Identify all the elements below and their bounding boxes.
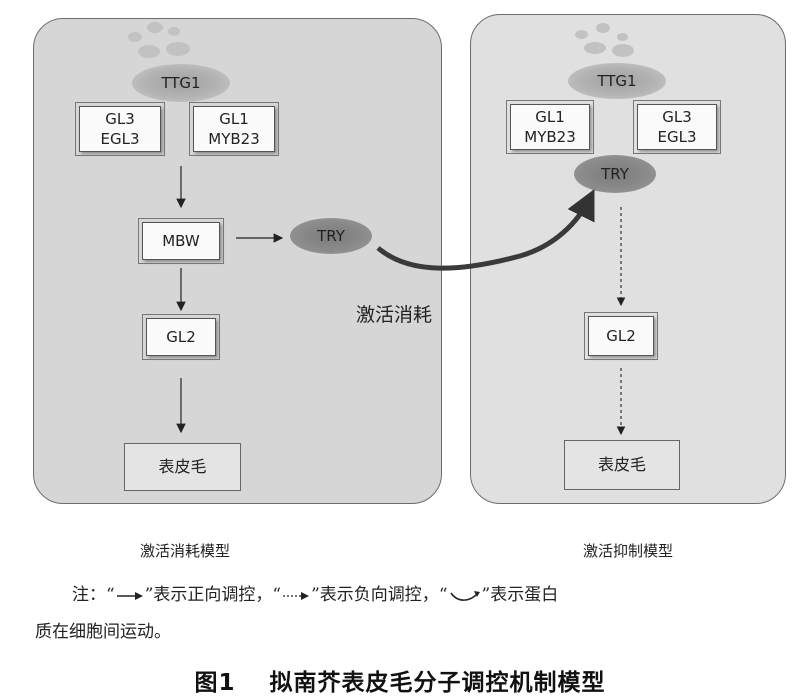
quote-open: “ [438, 585, 448, 605]
figure-title-text: 拟南芥表皮毛分子调控机制模型 [269, 670, 606, 696]
gl3-egl3-box-left: GL3 EGL3 [75, 102, 165, 156]
note-movement-text: ”表示蛋白 [481, 585, 559, 605]
gl3-egl3-box-right: GL3 EGL3 [633, 100, 721, 154]
gl2-box-right: GL2 [584, 312, 658, 360]
ttg1-label: TTG1 [597, 72, 637, 90]
gl2-label: GL2 [606, 327, 636, 345]
bubble-decoration [128, 32, 142, 42]
gl2-label: GL2 [166, 328, 196, 346]
quote-open: “ [106, 585, 115, 605]
bubble-decoration [147, 22, 163, 33]
try-node-left: TRY [290, 218, 372, 254]
ttg1-node-left: TTG1 [132, 64, 230, 102]
myb23-label: MYB23 [208, 130, 260, 148]
solid-arrow-icon [116, 591, 143, 600]
trichome-box-right: 表皮毛 [564, 440, 680, 490]
egl3-label: EGL3 [100, 130, 140, 148]
note-prefix: 注： [72, 585, 106, 605]
egl3-label: EGL3 [657, 128, 697, 146]
ttg1-node-right: TTG1 [568, 63, 666, 99]
figure-note: 注：“”表示正向调控，“”表示负向调控，“”表示蛋白 [72, 578, 784, 612]
try-label: TRY [317, 227, 345, 245]
note-positive-text: ”表示正向调控， [144, 585, 273, 605]
figure-note-line2: 质在细胞间运动。 [35, 622, 171, 642]
bubble-decoration [166, 42, 190, 56]
figure-title: 图1 拟南芥表皮毛分子调控机制模型 [0, 663, 800, 697]
quote-open: “ [272, 585, 282, 605]
gl1-myb23-box-left: GL1 MYB23 [189, 102, 279, 156]
mbw-complex-box: MBW [138, 218, 224, 264]
figure-number: 图1 [194, 670, 236, 696]
protein-movement-arrow [376, 189, 595, 271]
dashed-arrow-icon [283, 591, 310, 600]
bubble-decoration [168, 27, 180, 36]
gl1-label: GL1 [535, 108, 565, 126]
gl1-myb23-box-right: GL1 MYB23 [506, 100, 594, 154]
gl1-label: GL1 [219, 110, 249, 128]
try-label: TRY [601, 165, 629, 183]
gl2-box-left: GL2 [142, 314, 220, 360]
bubble-decoration [617, 33, 628, 41]
trichome-label: 表皮毛 [597, 455, 646, 474]
curved-arrow-icon [449, 590, 480, 601]
try-node-right: TRY [574, 155, 656, 193]
mbw-label: MBW [162, 232, 200, 250]
bubble-decoration [575, 30, 588, 39]
bubble-decoration [138, 45, 160, 58]
gl3-label: GL3 [662, 108, 692, 126]
bubble-decoration [596, 23, 610, 33]
gl3-label: GL3 [105, 110, 135, 128]
bubble-decoration [584, 42, 606, 54]
bubble-decoration [612, 44, 634, 57]
trichome-box-left: 表皮毛 [124, 443, 241, 491]
activation-depletion-panel [33, 18, 442, 504]
trichome-label: 表皮毛 [158, 457, 207, 476]
note-negative-text: ”表示负向调控， [311, 585, 439, 605]
myb23-label: MYB23 [524, 128, 576, 146]
activation-depletion-model-label: 激活消耗模型 [140, 542, 231, 560]
activation-inhibition-model-label: 激活抑制模型 [583, 542, 674, 560]
ttg1-label: TTG1 [161, 74, 201, 92]
activation-depletion-label: 激活消耗 [356, 304, 433, 326]
